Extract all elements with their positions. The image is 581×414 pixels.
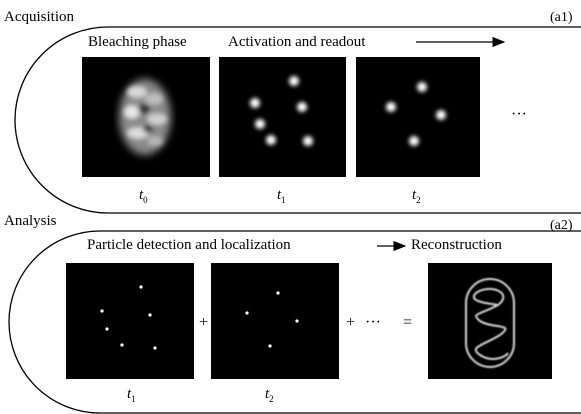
localized-t1-label: t1 <box>127 386 136 404</box>
panel-id-a1: (a1) <box>550 10 573 25</box>
frame-t1-label: t1 <box>277 187 286 205</box>
plus-sign-1: + <box>199 314 209 331</box>
acquisition-outline <box>14 26 581 214</box>
reconstruction-image <box>428 263 552 379</box>
reconstruction-label: Reconstruction <box>411 237 502 253</box>
acquisition-ellipsis: ··· <box>511 106 527 123</box>
frame-t0-image <box>82 57 210 177</box>
frame-t2-label: t2 <box>412 187 421 205</box>
analysis-section-label: Analysis <box>4 213 57 229</box>
bleaching-phase-label: Bleaching phase <box>88 34 187 50</box>
analysis-ellipsis: ··· <box>365 314 381 331</box>
frame-t1-image <box>219 57 346 177</box>
localized-t2-image <box>211 263 339 379</box>
acquisition-section-label: Acquisition <box>4 9 74 25</box>
frame-t0-label: t0 <box>139 187 148 205</box>
activation-readout-label: Activation and readout <box>228 34 366 50</box>
localized-t2-label: t2 <box>265 386 274 404</box>
localized-t1-image <box>66 263 194 379</box>
particle-detection-label: Particle detection and localization <box>87 237 291 253</box>
equals-sign: = <box>403 314 413 331</box>
panel-id-a2: (a2) <box>550 218 573 233</box>
plus-sign-2: + <box>346 314 356 331</box>
frame-t2-image <box>356 57 480 177</box>
analysis-outline <box>8 230 581 414</box>
